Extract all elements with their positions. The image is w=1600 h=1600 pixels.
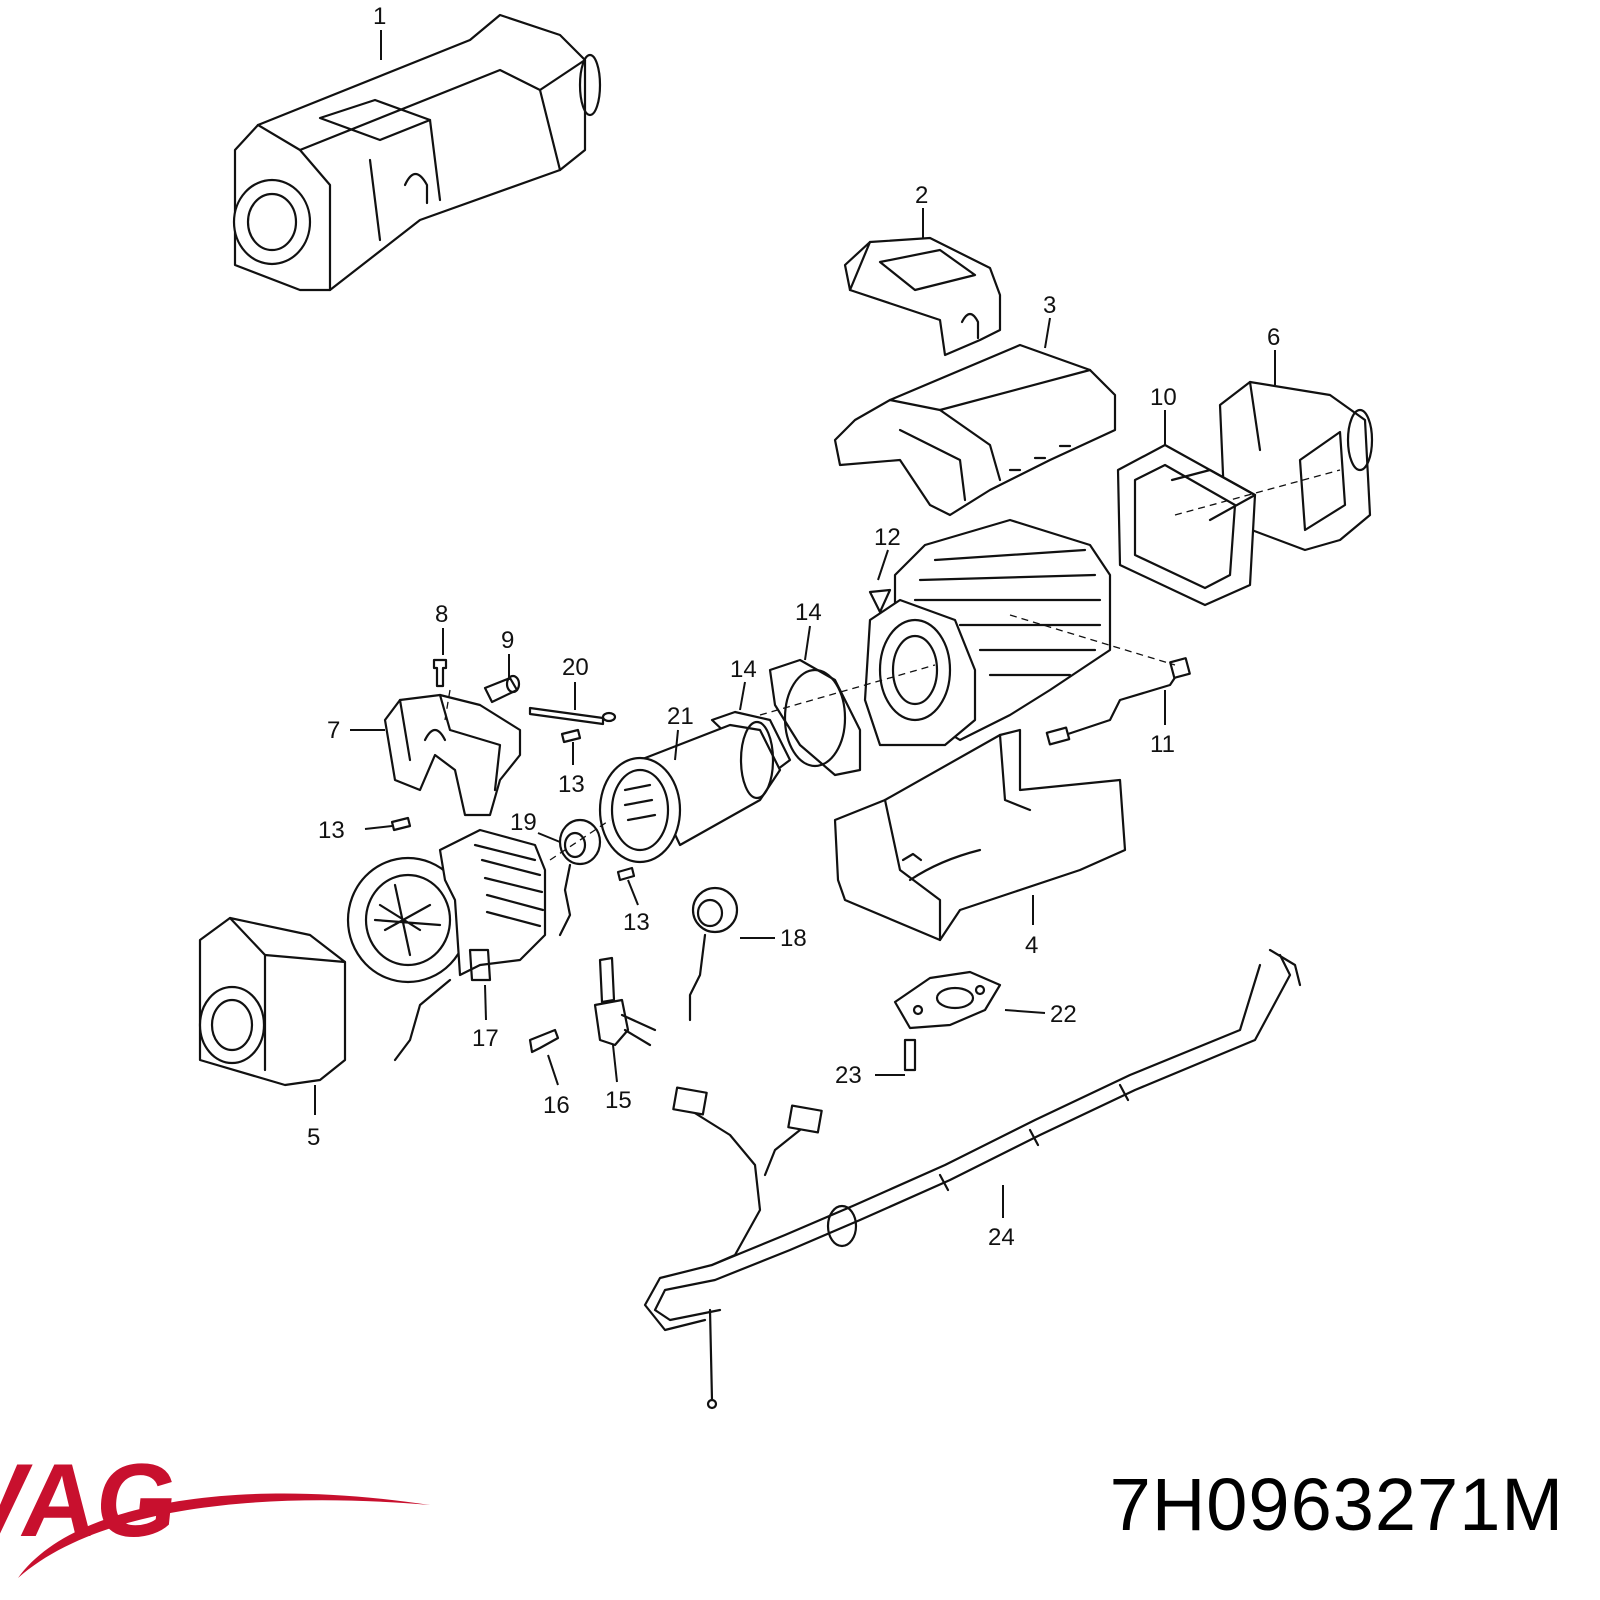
callout-21: 21 [667, 703, 694, 730]
callout-8: 8 [435, 601, 448, 628]
assembly-guide-lines [444, 469, 1341, 861]
fasteners-part [390, 658, 636, 882]
callout-13-bottom: 13 [623, 909, 650, 936]
heater-assembly [232, 13, 602, 292]
lower-casing-part [833, 728, 1127, 942]
end-cap-left-part [198, 916, 347, 1087]
glow-plug-part [558, 818, 739, 1022]
top-cover-part [843, 236, 1002, 357]
callout-5: 5 [307, 1124, 320, 1151]
callout-11: 11 [1150, 731, 1175, 758]
mounting-plate-part [893, 970, 1002, 1072]
callout-13-left: 13 [318, 817, 345, 844]
combustion-tube-part [598, 720, 782, 864]
callout-18: 18 [780, 925, 807, 952]
sealing-frame-part [1116, 443, 1257, 607]
callout-19: 19 [510, 809, 537, 836]
callout-15: 15 [605, 1087, 632, 1114]
callout-3: 3 [1043, 292, 1056, 319]
callout-10: 10 [1150, 384, 1177, 411]
callout-14-left: 14 [730, 656, 757, 683]
part-number: 7H0963271M [1109, 1463, 1564, 1546]
brand-logo-text: VAG [0, 1443, 184, 1559]
callout-14-right: 14 [795, 599, 822, 626]
callout-12: 12 [874, 524, 901, 551]
fuel-connector-part [528, 956, 657, 1054]
callout-22: 22 [1050, 1001, 1077, 1028]
brand-logo-swoosh [18, 1493, 430, 1578]
callout-7: 7 [327, 717, 340, 744]
callout-16: 16 [543, 1092, 570, 1119]
callout-labels: 1 2 3 4 5 6 7 8 9 10 11 12 13 13 13 14 1… [307, 3, 1280, 1251]
gasket-part [710, 658, 862, 777]
callout-24: 24 [988, 1224, 1015, 1251]
blower-cover-part [383, 693, 522, 817]
callout-6: 6 [1267, 324, 1280, 351]
leader-lines [314, 30, 1276, 1218]
blower-motor-part [346, 828, 547, 1062]
callout-2: 2 [915, 182, 928, 209]
callout-20: 20 [562, 654, 589, 681]
brand-logo: VAG [0, 1443, 430, 1578]
heat-exchanger-part [863, 518, 1112, 747]
callout-17: 17 [472, 1025, 499, 1052]
callout-23: 23 [835, 1062, 862, 1089]
sensor-cable-part [1045, 657, 1191, 746]
callout-4: 4 [1025, 932, 1038, 959]
callout-9: 9 [501, 627, 514, 654]
outer-casing-part [833, 343, 1117, 517]
callout-13-top: 13 [558, 771, 585, 798]
wiring-harness-part [643, 948, 1302, 1410]
callout-1: 1 [373, 3, 386, 30]
